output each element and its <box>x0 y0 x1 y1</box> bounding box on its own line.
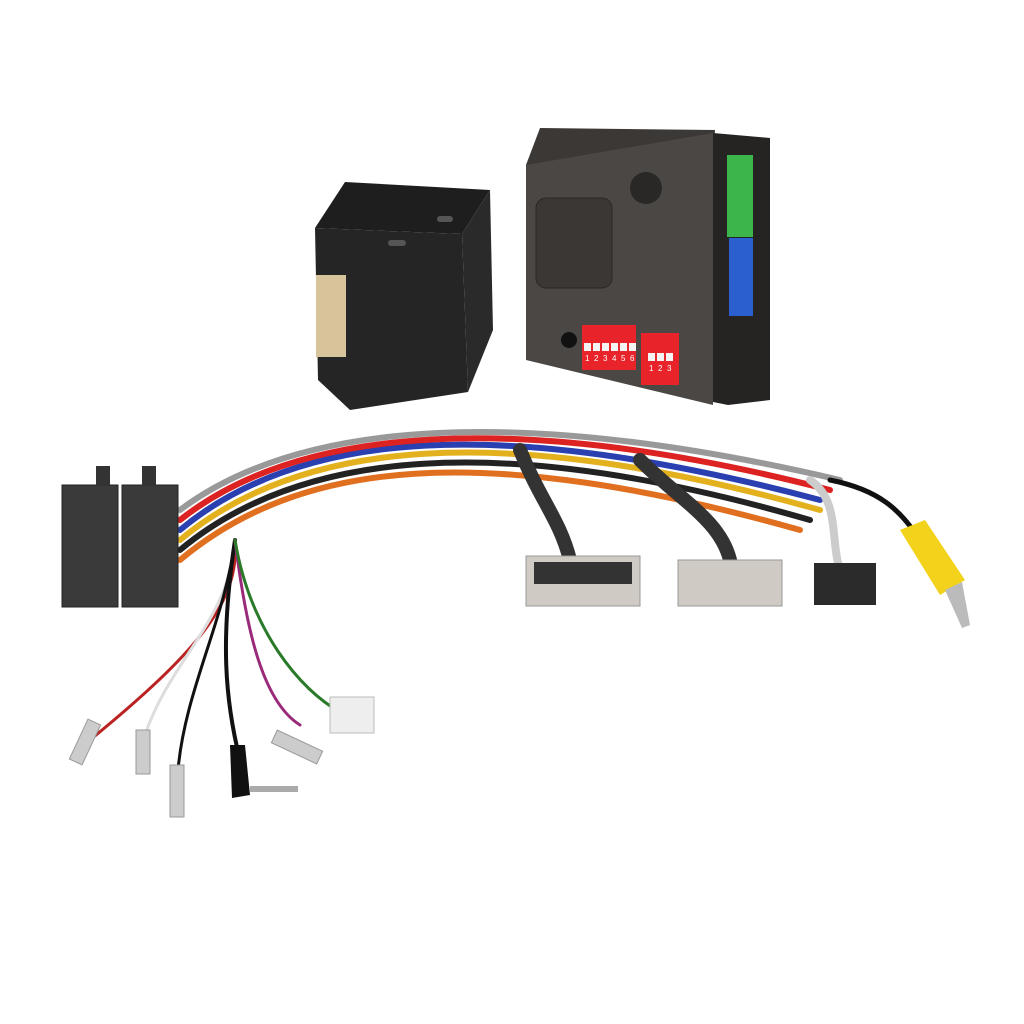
dip-number: 6 <box>630 354 635 363</box>
audio-jack-3-5mm <box>230 745 298 798</box>
blue-connector <box>729 238 753 316</box>
dip-toggle[interactable] <box>602 343 609 351</box>
iso-connectors <box>61 466 179 608</box>
wire-harness <box>88 429 923 772</box>
white-pin-header <box>316 275 346 357</box>
dip-number: 3 <box>603 354 608 363</box>
dip-toggle[interactable] <box>657 353 664 361</box>
dip-toggle[interactable] <box>584 343 591 351</box>
spade-terminals <box>68 718 324 818</box>
rca-camera-plug <box>900 520 970 628</box>
small-white-plug <box>329 696 375 734</box>
dip-number: 1 <box>585 354 590 363</box>
dip-number: 3 <box>667 364 672 373</box>
dip-toggle[interactable] <box>593 343 600 351</box>
small-interface-module <box>315 182 493 410</box>
dip-number: 2 <box>594 354 599 363</box>
dip-toggle[interactable] <box>648 353 655 361</box>
green-connector <box>727 155 753 237</box>
dip-number: 5 <box>621 354 626 363</box>
dip-number: 4 <box>612 354 617 363</box>
dip-number: 1 <box>649 364 654 373</box>
speaker-grille-icon <box>630 172 662 204</box>
antenna-connector <box>814 563 876 605</box>
dip-toggle[interactable] <box>629 343 636 351</box>
vehicle-connector-b <box>677 559 783 607</box>
dip-toggle[interactable] <box>620 343 627 351</box>
dip-toggle[interactable] <box>666 353 673 361</box>
dip-toggle[interactable] <box>611 343 618 351</box>
dip-number: 2 <box>658 364 663 373</box>
